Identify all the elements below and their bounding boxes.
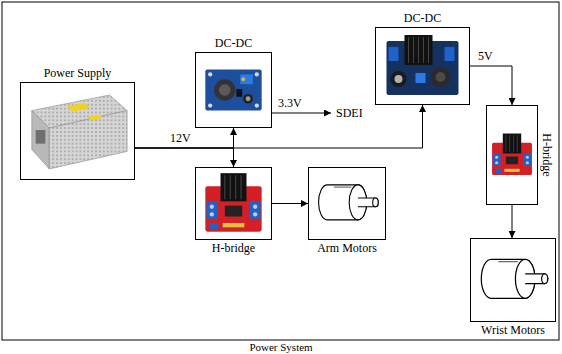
power-wire bbox=[135, 148, 234, 167]
voltage-label: 5V bbox=[478, 49, 493, 63]
motor-picture bbox=[319, 185, 379, 220]
power-supply-box: Power Supply bbox=[20, 82, 135, 180]
dc-dc-picture bbox=[205, 70, 261, 111]
converter-box: DC-DC bbox=[195, 52, 272, 128]
motor-box: Wrist Motors bbox=[470, 238, 556, 322]
node-label: H-bridge bbox=[540, 133, 553, 176]
signal-arrow bbox=[272, 113, 331, 114]
voltage-label: 12V bbox=[170, 131, 191, 145]
power-wire bbox=[135, 128, 234, 148]
node-label: H-bridge bbox=[212, 242, 255, 255]
h-bridge-picture bbox=[492, 134, 532, 175]
dc-dc-picture bbox=[387, 35, 459, 95]
power-wire bbox=[272, 203, 308, 204]
signal-name: SDEI bbox=[336, 106, 363, 120]
node-label: Arm Motors bbox=[317, 242, 377, 255]
power-supply-picture bbox=[32, 95, 127, 169]
node-label: DC-DC bbox=[404, 12, 441, 25]
h-bridge-picture bbox=[205, 173, 261, 232]
caption: Power System bbox=[0, 341, 562, 353]
motor-picture bbox=[481, 259, 547, 298]
frame bbox=[2, 2, 559, 340]
power-wire bbox=[512, 205, 513, 238]
node-label: Power Supply bbox=[44, 67, 112, 80]
driver-box: H-bridge bbox=[486, 105, 538, 205]
node-label: DC-DC bbox=[215, 37, 252, 50]
motor-box: Arm Motors bbox=[308, 167, 386, 240]
power-wire bbox=[470, 66, 512, 105]
driver-box: H-bridge bbox=[195, 167, 272, 240]
power-wire bbox=[135, 105, 423, 148]
voltage-label: 3.3V bbox=[278, 96, 302, 110]
node-label: Wrist Motors bbox=[481, 324, 545, 337]
converter-box: DC-DC bbox=[375, 27, 470, 105]
